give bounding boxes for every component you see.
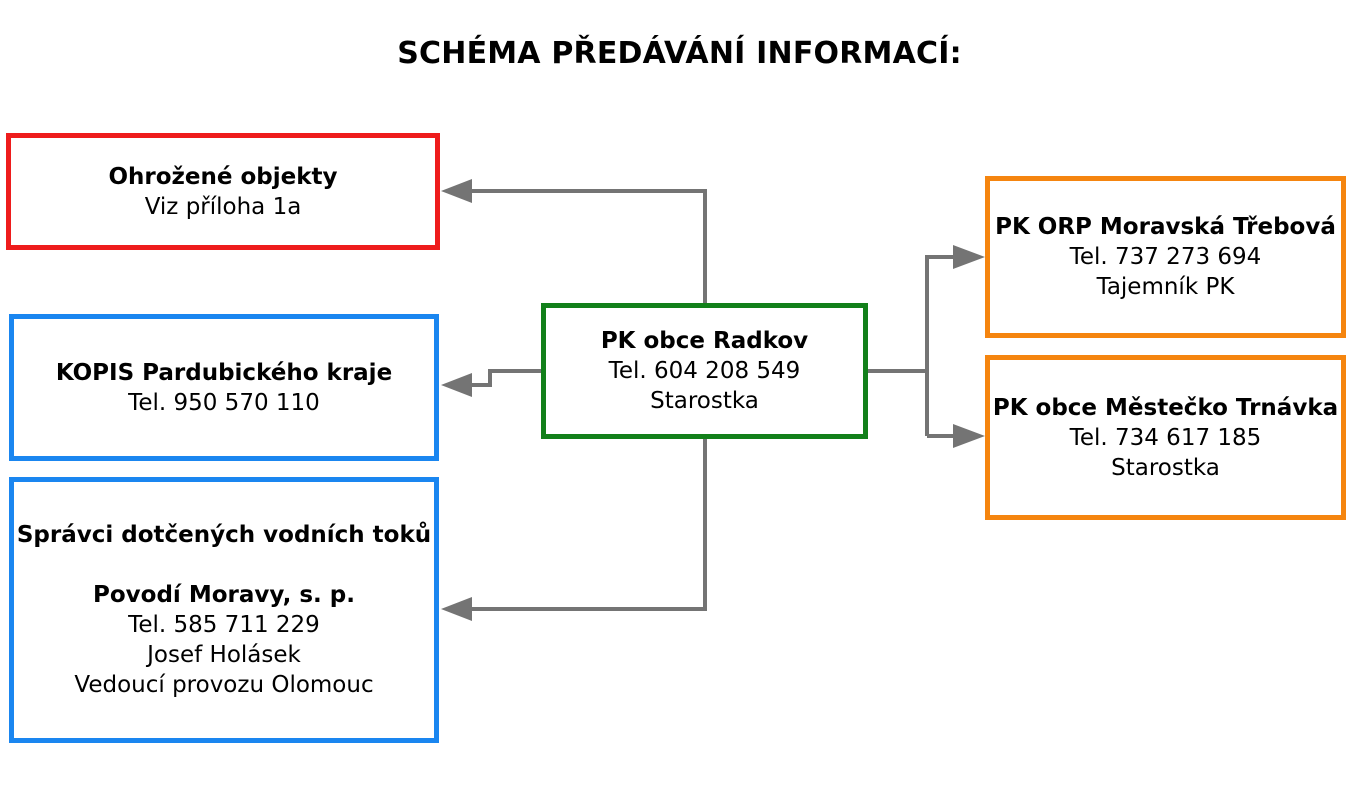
node-ohrozene-note: Viz příloha 1a	[144, 193, 302, 220]
node-kopis-tel: Tel. 950 570 110	[128, 389, 320, 416]
arrowhead-ohrozene	[441, 179, 472, 203]
arrowhead-spravci	[441, 597, 472, 621]
node-kopis-name: KOPIS Pardubického kraje	[55, 359, 393, 386]
node-orp-moravska-trebova: PK ORP Moravská Třebová Tel. 737 273 694…	[985, 176, 1346, 338]
arrowhead-mestecko	[953, 424, 985, 448]
node-orp-tel: Tel. 737 273 694	[1069, 244, 1262, 270]
node-orp-role: Tajemník PK	[1096, 274, 1235, 300]
node-ohrozene-objekty: Ohrožené objekty Viz příloha 1a	[6, 133, 440, 250]
node-spravci-tel: Tel. 585 711 229	[128, 612, 320, 638]
node-mestecko-trnavka: PK obce Městečko Trnávka Tel. 734 617 18…	[985, 355, 1346, 520]
node-mestecko-tel: Tel. 734 617 185	[1069, 424, 1262, 451]
node-mestecko-role: Starostka	[1111, 454, 1220, 481]
arrowhead-orp	[953, 245, 985, 269]
node-orp-name: PK ORP Moravská Třebová	[995, 214, 1336, 240]
arrowhead-kopis	[441, 373, 472, 397]
connector-to-orp	[925, 255, 955, 436]
node-ohrozene-name: Ohrožené objekty	[108, 163, 338, 190]
node-spravci-person: Josef Holásek	[147, 642, 301, 668]
node-radkov-name: PK obce Radkov	[600, 328, 809, 354]
connector-to-spravci	[470, 439, 707, 611]
connector-to-ohrozene	[470, 189, 707, 303]
node-radkov: PK obce Radkov Tel. 604 208 549 Starostk…	[541, 303, 868, 439]
node-spravci-role: Vedoucí provozu Olomouc	[74, 672, 374, 698]
node-mestecko-name: PK obce Městečko Trnávka	[992, 394, 1339, 421]
node-spravci-vodnich-toku: Správci dotčených vodních toků Povodí Mo…	[9, 477, 439, 743]
node-kopis: KOPIS Pardubického kraje Tel. 950 570 11…	[9, 314, 439, 461]
node-radkov-role: Starostka	[650, 388, 759, 414]
node-spravci-name: Povodí Moravy, s. p.	[93, 582, 355, 608]
diagram-title: SCHÉMA PŘEDÁVÁNÍ INFORMACÍ:	[397, 36, 962, 71]
connector-to-kopis	[470, 369, 541, 387]
node-radkov-tel: Tel. 604 208 549	[608, 358, 801, 384]
node-spravci-heading: Správci dotčených vodních toků	[16, 522, 432, 548]
